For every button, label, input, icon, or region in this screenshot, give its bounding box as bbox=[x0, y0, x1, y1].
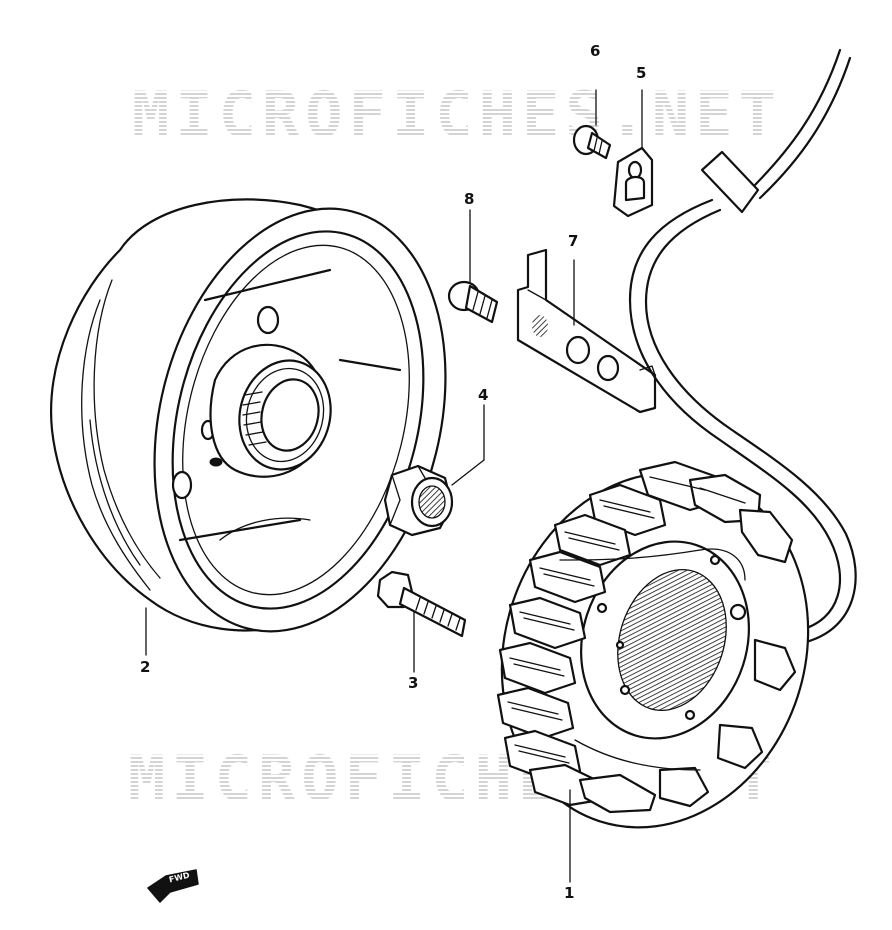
screw-part bbox=[572, 124, 612, 160]
leader-lines bbox=[145, 89, 643, 883]
callout-3: 3 bbox=[408, 674, 419, 692]
callout-5: 5 bbox=[636, 64, 647, 82]
watermark-top: MICROFICHES.NET bbox=[132, 78, 782, 151]
nut-part bbox=[383, 464, 454, 537]
callout-8: 8 bbox=[464, 190, 475, 208]
long-bolt-part bbox=[376, 570, 467, 638]
bracket-part bbox=[516, 248, 657, 414]
callout-4: 4 bbox=[478, 386, 489, 404]
clamp-part bbox=[612, 146, 654, 218]
callout-7: 7 bbox=[568, 232, 579, 250]
stator-part bbox=[496, 460, 810, 829]
callout-6: 6 bbox=[590, 42, 601, 60]
callout-2: 2 bbox=[140, 658, 151, 676]
callout-1: 1 bbox=[564, 884, 575, 902]
forward-arrow-icon bbox=[147, 869, 199, 903]
short-bolt-part bbox=[447, 280, 499, 324]
flywheel-rotor-part bbox=[50, 198, 447, 633]
